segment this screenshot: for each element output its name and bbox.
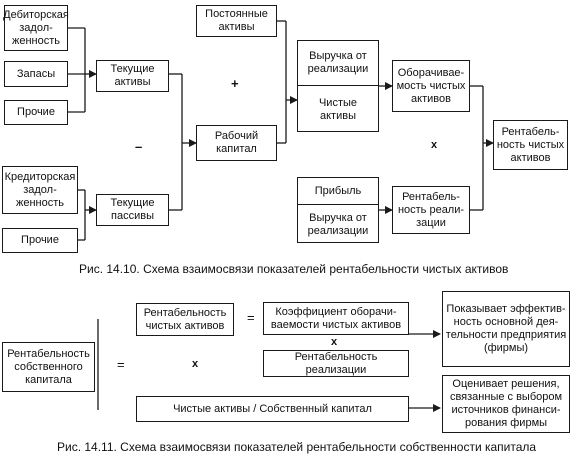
fraction-line <box>298 85 378 86</box>
equals-sign-main: = <box>117 357 125 372</box>
turnover-box: Оборачивае- мость чистых активов <box>392 60 470 112</box>
other-assets-box: Прочие <box>4 100 68 125</box>
multiply-sign: x <box>431 139 438 151</box>
revenue-net-assets-box: Выручка от реализации Чистые активы <box>297 40 379 132</box>
inventory-box: Запасы <box>4 61 68 87</box>
figure-caption-14-11: Рис. 14.11. Схема взаимосвязи показателе… <box>57 440 537 454</box>
minus-sign: – <box>135 139 143 154</box>
multiply-sign-inner: x <box>331 336 338 348</box>
note-efficiency-box: Показывает эффектив- ность основной дея-… <box>442 291 570 367</box>
payables-box: Кредиторская задол- женность <box>2 166 78 214</box>
current-assets-box: Текущие активы <box>96 60 169 92</box>
net-assets-label: Чистые активы <box>318 97 358 122</box>
current-liabilities-box: Текущие пассивы <box>96 194 169 226</box>
profit-label: Прибыль <box>314 184 362 197</box>
other-liabilities-box: Прочие <box>2 228 78 253</box>
fixed-assets-box: Постоянные активы <box>196 5 277 37</box>
rona-box: Рентабель- ность чистых активов <box>493 120 568 170</box>
working-capital-box: Рабочий капитал <box>196 125 277 161</box>
roe-box: Рентабельность собственного капитала <box>2 342 95 392</box>
revenue-label: Выручка от реализации <box>307 50 369 75</box>
leverage-box: Чистые активы / Собственный капитал <box>136 396 409 422</box>
turnover-margin-box: Коэффициент оборачи- ваемости чистых акт… <box>263 302 409 377</box>
sales-margin-label: Рентабельность реализации <box>263 350 409 377</box>
fraction-line <box>298 204 378 205</box>
receivables-box: Дебиторская задол- женность <box>3 5 69 51</box>
figure-caption-14-10: Рис. 14.10. Схема взаимосвязи показателе… <box>79 262 509 276</box>
sales-margin-box: Рентабель- ность реали- зации <box>392 186 470 234</box>
note-financing-box: Оценивает решения, связанные с выбором и… <box>442 375 570 433</box>
profit-revenue-box: Прибыль Выручка от реализации <box>297 177 379 243</box>
multiply-sign-main: x <box>192 358 199 370</box>
revenue-label-2: Выручка от реализации <box>307 212 369 237</box>
equals-sign-rona: = <box>247 310 255 325</box>
plus-sign: + <box>231 76 239 91</box>
rona-box-2: Рентабельность чистых активов <box>136 303 234 336</box>
turnover-coef-label: Коэффициент оборачи- ваемости чистых акт… <box>263 302 409 335</box>
